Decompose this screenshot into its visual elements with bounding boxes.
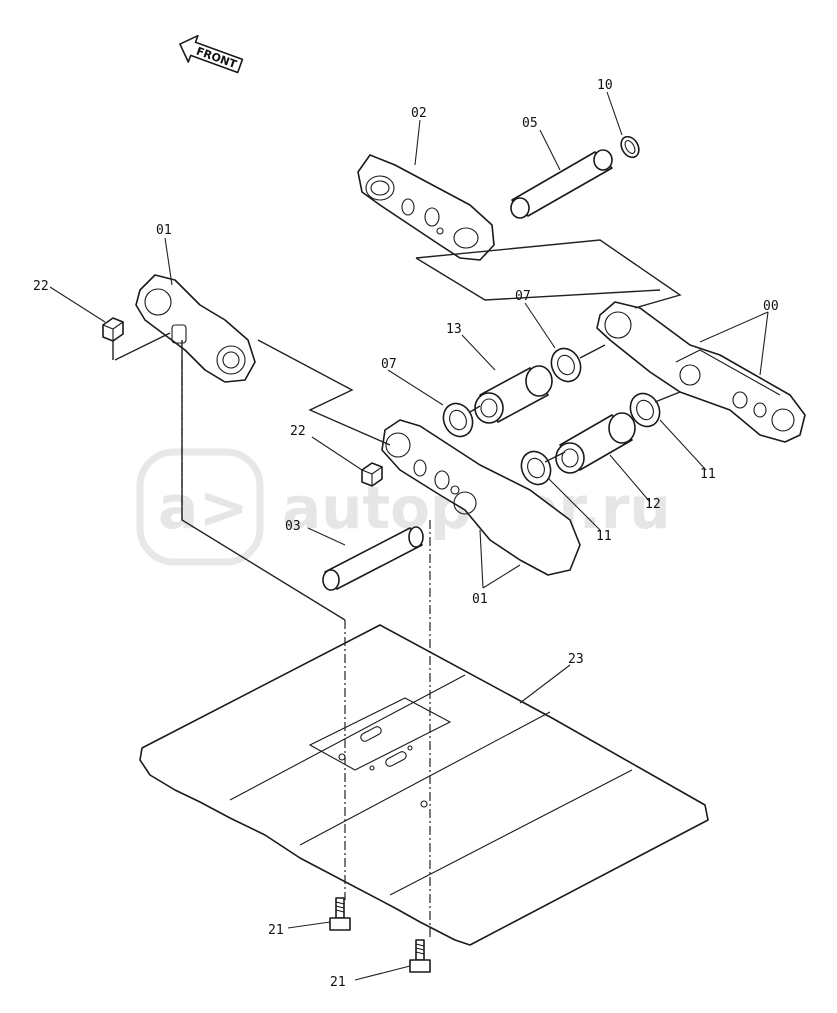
leader-lines [49,91,769,981]
part-12-bushing [555,412,636,474]
watermark-logo-frame [136,448,264,566]
label-13: 13 [446,322,462,337]
label-01-top: 01 [156,223,172,238]
part-01-link-upper [135,274,256,383]
part-22-nut-upper [102,317,124,342]
label-00: 00 [763,299,779,314]
front-arrow-icon: FRONT [179,34,244,74]
label-23: 23 [568,652,584,667]
part-02-link [357,154,495,261]
label-02: 02 [411,106,427,121]
label-03: 03 [285,519,301,534]
part-22-nut-lower [361,462,383,487]
part-labels: 02 05 10 01 22 00 07 13 07 22 11 12 11 0… [33,78,779,990]
watermark-logo-glyph: a> [158,473,249,543]
part-11-seal-left [520,450,552,486]
part-21-bolt-lower [409,939,431,973]
part-23-track-shoe [139,624,709,946]
part-03-pin [322,526,424,591]
part-07-seal-left [442,402,474,438]
label-07-top: 07 [515,289,531,304]
part-21-bolt-upper [329,897,351,931]
label-21-lower: 21 [330,975,346,990]
assembly-lines [112,239,682,940]
part-13-bushing [474,365,553,424]
part-10-snap-ring [620,135,640,159]
label-11-left: 11 [596,529,612,544]
front-marker-label: FRONT [194,45,238,72]
label-10: 10 [597,78,613,93]
part-00-link-assembly [596,301,806,443]
part-11-seal-right [629,392,661,428]
part-07-seal-upper [550,347,582,383]
label-07-left: 07 [381,357,397,372]
label-22-top: 22 [33,279,49,294]
label-12: 12 [645,497,661,512]
label-05: 05 [522,116,538,131]
label-21-upper: 21 [268,923,284,938]
label-01-bottom: 01 [472,592,488,607]
part-05-pin [510,149,613,219]
label-22-mid: 22 [290,424,306,439]
label-11-right: 11 [700,467,716,482]
part-01-link-lower [381,419,581,576]
